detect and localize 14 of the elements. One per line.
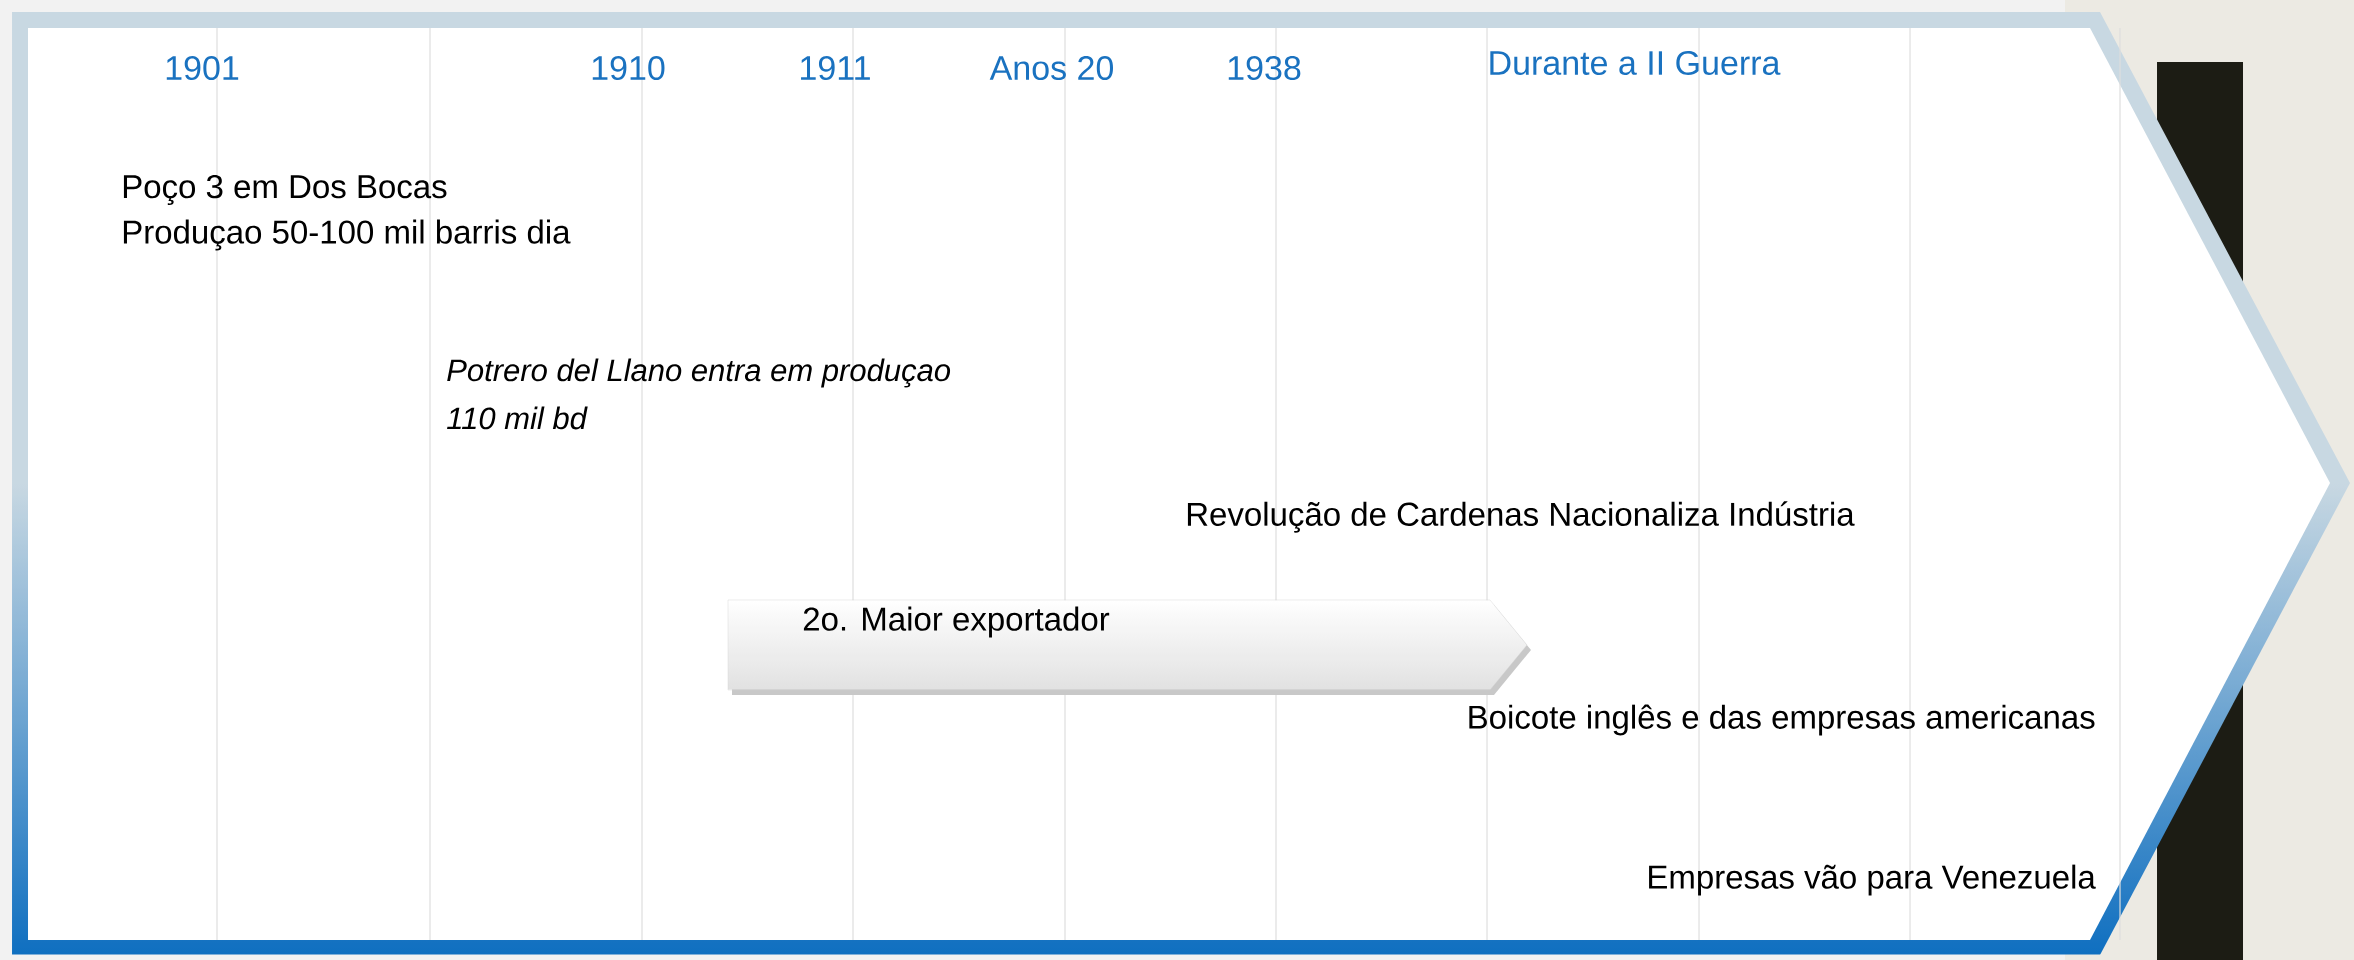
year-label: 1910 [592, 55, 665, 81]
arrow-box: 2o. Maior exportador [727, 599, 1531, 695]
event-text: Revolução de Cardenas Nacionaliza Indústria [1187, 501, 1855, 533]
year-label: 1901 [166, 55, 239, 81]
event-text: Poço 3 em Dos Bocas [123, 175, 447, 205]
event-text: Potrero del Llano entra em produçao [447, 358, 951, 388]
event-text: 110 mil bd [447, 406, 588, 430]
year-label: 1911 [801, 55, 870, 81]
event-text: Empresas vão para Venezuela [1649, 864, 2096, 896]
year-label: 1938 [1228, 55, 1301, 81]
year-label: Anos 20 [989, 55, 1113, 81]
event-text: Boicote inglês e das empresas americanas [1469, 704, 2095, 736]
event-text: Produçao 50-100 mil barris dia [123, 219, 571, 251]
year-label: Durante a II Guerra [1490, 50, 1781, 76]
